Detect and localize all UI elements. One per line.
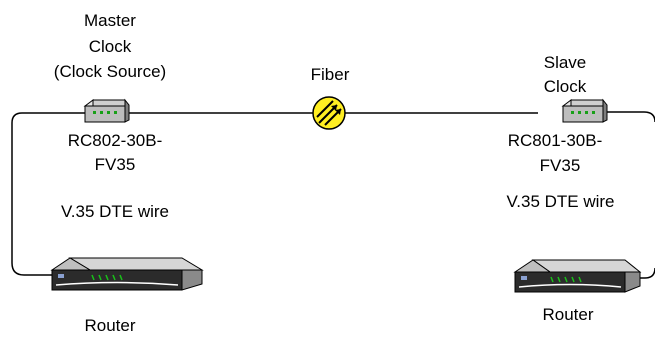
master-model-line2: FV35 bbox=[94, 155, 136, 174]
master-router-icon bbox=[50, 257, 204, 291]
slave-title-line2: Clock bbox=[543, 77, 587, 96]
slave-model-line2: FV35 bbox=[539, 156, 581, 175]
slave-router-icon bbox=[513, 259, 642, 293]
master-title-line1: Master bbox=[84, 11, 136, 30]
master-wire-label: V.35 DTE wire bbox=[60, 202, 170, 221]
master-router-label: Router bbox=[84, 316, 136, 335]
master-title-line2: Clock bbox=[88, 37, 132, 56]
slave-router-label: Router bbox=[542, 305, 594, 324]
master-v35-wire bbox=[11, 112, 86, 276]
slave-wire-label: V.35 DTE wire bbox=[506, 192, 615, 211]
master-model-line1: RC802-30B- bbox=[67, 131, 163, 150]
fiber-label: Fiber bbox=[310, 65, 350, 84]
fiber-coil-icon bbox=[312, 96, 346, 130]
slave-title-line1: Slave bbox=[543, 53, 587, 72]
master-title-line3: (Clock Source) bbox=[53, 62, 167, 81]
slave-model-line1: RC801-30B- bbox=[507, 131, 603, 150]
slave-modem-icon bbox=[561, 98, 608, 123]
master-modem-icon bbox=[83, 98, 130, 123]
slave-v35-wire-top bbox=[606, 111, 655, 123]
